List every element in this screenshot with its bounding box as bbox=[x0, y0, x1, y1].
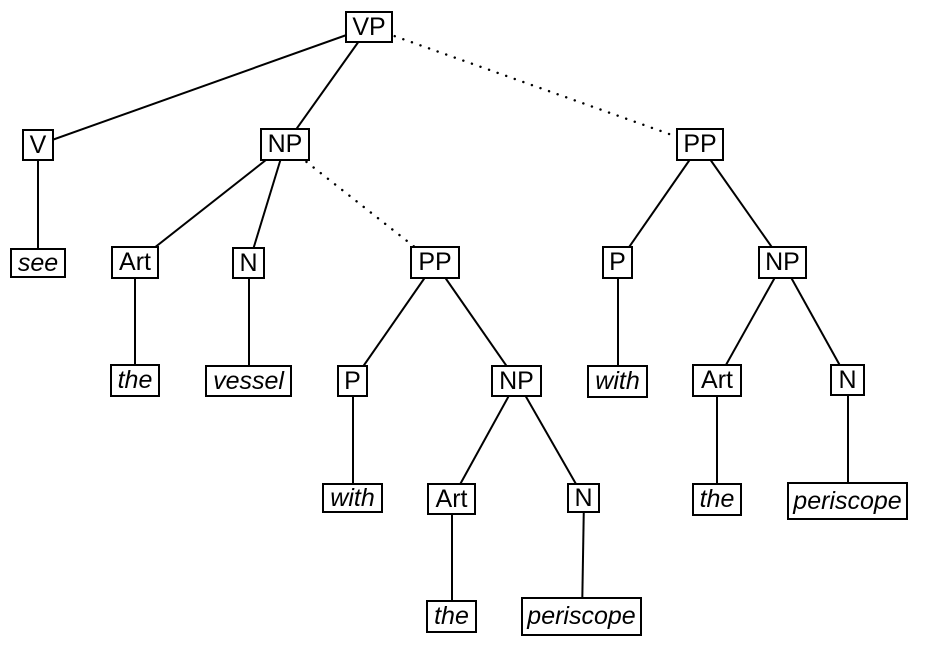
leaf-vessel: vessel bbox=[205, 365, 292, 397]
edge-npmid-art bbox=[451, 380, 518, 500]
leaf-the-object: the bbox=[110, 364, 160, 397]
edge-ppright-np bbox=[699, 144, 784, 264]
edge-np-n bbox=[248, 144, 286, 264]
leaf-periscope-mid: periscope bbox=[521, 597, 642, 636]
edge-ppmid-np bbox=[434, 262, 518, 382]
node-v: V bbox=[22, 129, 54, 161]
leaf-with-mid: with bbox=[322, 483, 383, 513]
edge-npright-art bbox=[716, 262, 784, 382]
node-vp: VP bbox=[345, 11, 393, 43]
node-np-mid: NP bbox=[491, 365, 542, 397]
node-p-mid: P bbox=[337, 365, 368, 397]
node-pp-vp-attached: PP bbox=[676, 128, 724, 161]
leaf-see: see bbox=[10, 248, 66, 278]
node-art-right: Art bbox=[692, 364, 742, 397]
leaf-with-right: with bbox=[587, 365, 648, 398]
leaf-the-mid: the bbox=[426, 600, 477, 633]
edge-vp-pp-dotted bbox=[367, 25, 702, 147]
edge-vp-v bbox=[37, 26, 370, 146]
edge-npmid-n bbox=[516, 380, 585, 499]
edge-np-art bbox=[134, 144, 286, 264]
node-n-right: N bbox=[830, 364, 865, 396]
node-n-mid: N bbox=[567, 483, 600, 513]
edge-ppright-p bbox=[617, 144, 701, 264]
node-np-right: NP bbox=[758, 246, 807, 279]
node-np-object: NP bbox=[260, 128, 310, 161]
node-pp-np-attached: PP bbox=[410, 246, 460, 279]
node-art-object: Art bbox=[111, 246, 159, 279]
edge-vp-np bbox=[284, 26, 370, 146]
edge-ppmid-p bbox=[352, 262, 436, 382]
node-p-right: P bbox=[602, 246, 633, 279]
node-n-object: N bbox=[232, 247, 265, 279]
node-art-mid: Art bbox=[427, 483, 476, 515]
leaf-periscope-right: periscope bbox=[787, 482, 908, 520]
leaf-the-right: the bbox=[692, 483, 742, 516]
edge-npright-n bbox=[782, 262, 849, 381]
